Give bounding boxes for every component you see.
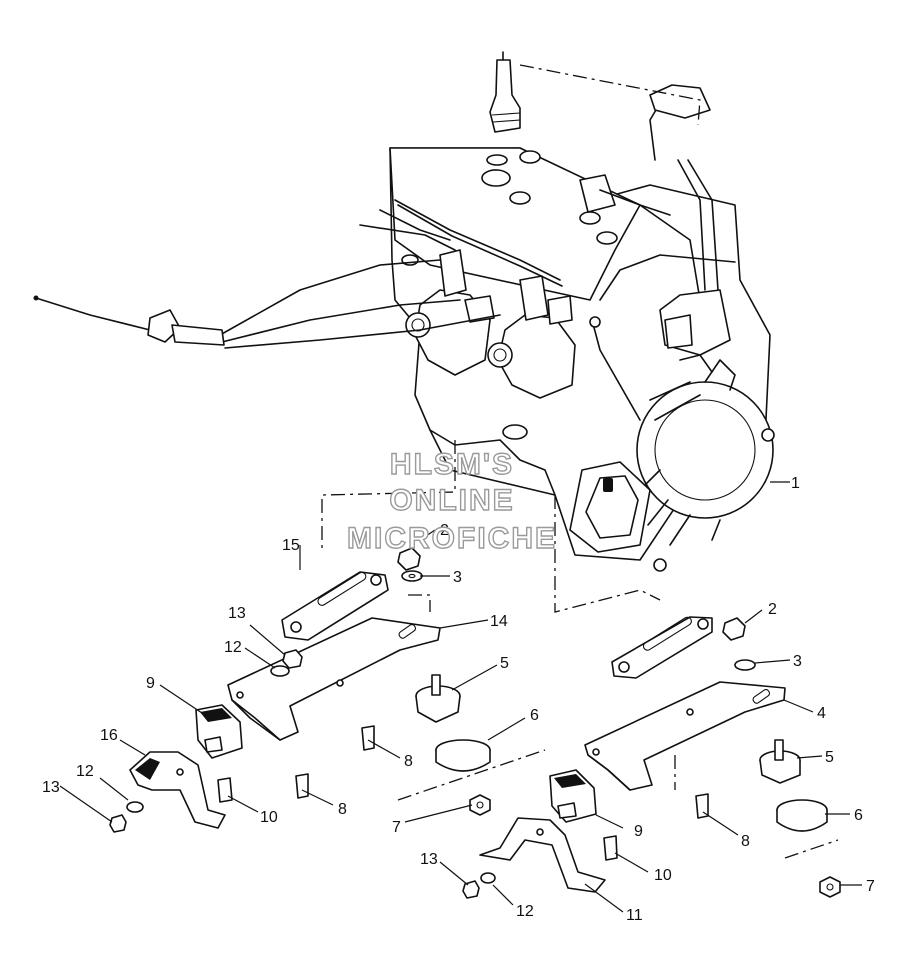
callout-12: 12 xyxy=(76,763,94,780)
callout-13: 13 xyxy=(420,851,438,868)
leader-lines xyxy=(59,481,862,913)
callout-5: 5 xyxy=(500,655,509,672)
right-engine-mount xyxy=(462,616,841,899)
callout-8: 8 xyxy=(338,801,347,818)
callout-numbers: 1 2 3 2 3 14 15 13 12 9 16 12 13 5 6 8 8… xyxy=(42,475,875,924)
callout-6: 6 xyxy=(530,707,539,724)
callout-14: 14 xyxy=(490,613,508,630)
callout-13: 13 xyxy=(228,605,246,622)
callout-4: 4 xyxy=(817,705,826,722)
alignment-lines xyxy=(321,64,839,859)
callout-8: 8 xyxy=(741,833,750,850)
callout-13: 13 xyxy=(42,779,60,796)
watermark-line-1: HLSM'S xyxy=(390,448,514,481)
watermark-line-2: ONLINE xyxy=(389,484,514,517)
callout-16: 16 xyxy=(100,727,118,744)
callout-10: 10 xyxy=(260,809,278,826)
callout-10: 10 xyxy=(654,867,672,884)
watermark: HLSM'S ONLINE MICROFICHE xyxy=(346,447,557,555)
callout-9: 9 xyxy=(634,823,643,840)
callout-6: 6 xyxy=(854,807,863,824)
callout-3: 3 xyxy=(453,569,462,586)
callout-1: 1 xyxy=(791,475,800,492)
watermark-line-3: MICROFICHE xyxy=(347,522,557,555)
callout-15: 15 xyxy=(282,537,300,554)
callout-9: 9 xyxy=(146,675,155,692)
carburetor-right xyxy=(487,275,576,399)
callout-12: 12 xyxy=(516,903,534,920)
left-engine-mount xyxy=(109,547,491,833)
callout-3: 3 xyxy=(793,653,802,670)
callout-7: 7 xyxy=(866,878,875,895)
callout-8: 8 xyxy=(404,753,413,770)
callout-5: 5 xyxy=(825,749,834,766)
engine-assembly xyxy=(33,51,775,572)
callout-7: 7 xyxy=(392,819,401,836)
callout-2: 2 xyxy=(768,601,777,618)
callout-2: 2 xyxy=(440,522,449,539)
callout-12: 12 xyxy=(224,639,242,656)
callout-11: 11 xyxy=(626,907,643,924)
